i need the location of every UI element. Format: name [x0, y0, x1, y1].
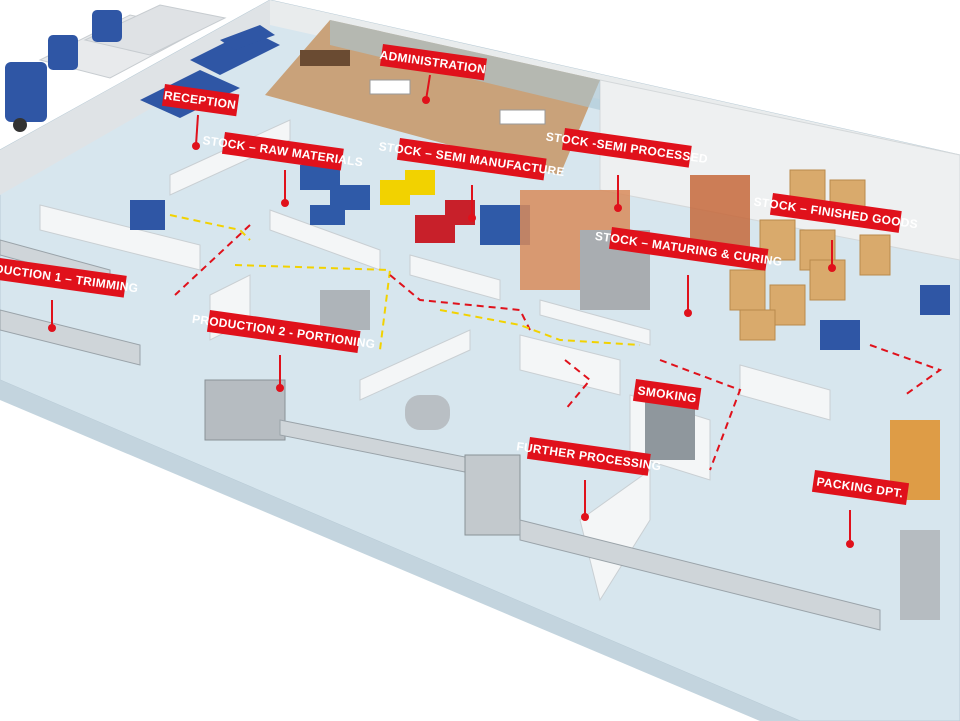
leader-dot-portioning [276, 384, 284, 392]
portioning-cabinet [320, 290, 370, 330]
packing-line [519, 519, 881, 631]
label-smoking: SMOKING [632, 379, 702, 410]
pallet-9 [739, 309, 776, 341]
smoking-oven [645, 400, 695, 460]
pallet-7 [809, 259, 846, 301]
leader-dot-raw-materials [281, 199, 289, 207]
leader-dot-finished-goods [828, 264, 836, 272]
forklift-2 [920, 285, 950, 315]
path-red-5 [869, 344, 943, 396]
truck-cab-1 [5, 62, 47, 122]
leader-administration [425, 74, 431, 101]
path-red-4 [659, 359, 742, 471]
wall-further-processing-right [519, 334, 621, 396]
tumbler [405, 395, 450, 430]
forklift-1 [820, 320, 860, 350]
reception-dock-3 [220, 25, 275, 50]
label-reception: RECEPTION [161, 84, 240, 117]
pallet-6 [769, 284, 806, 326]
floor-front-edge [0, 380, 800, 721]
leader-dot-packing [846, 540, 854, 548]
leader-dot-maturing-curing [684, 309, 692, 317]
admin-desk-1 [369, 79, 411, 95]
truck-2-trailer [83, 4, 227, 56]
truck-cab-2 [48, 35, 78, 70]
truck-cab-3 [92, 10, 122, 42]
forklifts [130, 200, 950, 350]
leader-dot-semi-manufacture [468, 214, 476, 222]
admin-desk-2 [499, 109, 546, 125]
leader-dot-trimming [48, 324, 56, 332]
leader-dot-further-processing [581, 513, 589, 521]
left-wall [0, 0, 270, 195]
path-yellow-3 [439, 309, 641, 346]
crate-blue-3 [310, 205, 345, 225]
wall-center-divider [579, 469, 651, 602]
wall-further-processing [359, 329, 471, 401]
path-red-1 [174, 224, 251, 296]
pallet-5 [729, 269, 766, 311]
path-red-2 [389, 274, 531, 331]
wall-semi-manufacture [409, 254, 501, 301]
leader-reception [195, 114, 199, 146]
packing-cabinet [900, 530, 940, 620]
leader-dot-reception [192, 142, 200, 150]
leader-dot-semi-processed [614, 204, 622, 212]
leader-dot-administration [422, 96, 430, 104]
forklift-3 [130, 200, 165, 230]
crate-yellow-2 [405, 170, 435, 195]
trimming-line [0, 309, 141, 366]
wall-packing [739, 364, 831, 421]
admin-table [300, 50, 350, 66]
truck-wheel [13, 118, 27, 132]
path-yellow-2 [234, 264, 392, 351]
flow-paths [169, 214, 943, 471]
trucks [5, 4, 227, 132]
pallet-8 [859, 234, 891, 276]
multihead-weigher [464, 454, 521, 536]
wall-left-production [39, 204, 201, 271]
portioning-machine [204, 379, 286, 441]
wall-maturing [539, 299, 651, 346]
finished-goods-pallets [729, 169, 891, 341]
